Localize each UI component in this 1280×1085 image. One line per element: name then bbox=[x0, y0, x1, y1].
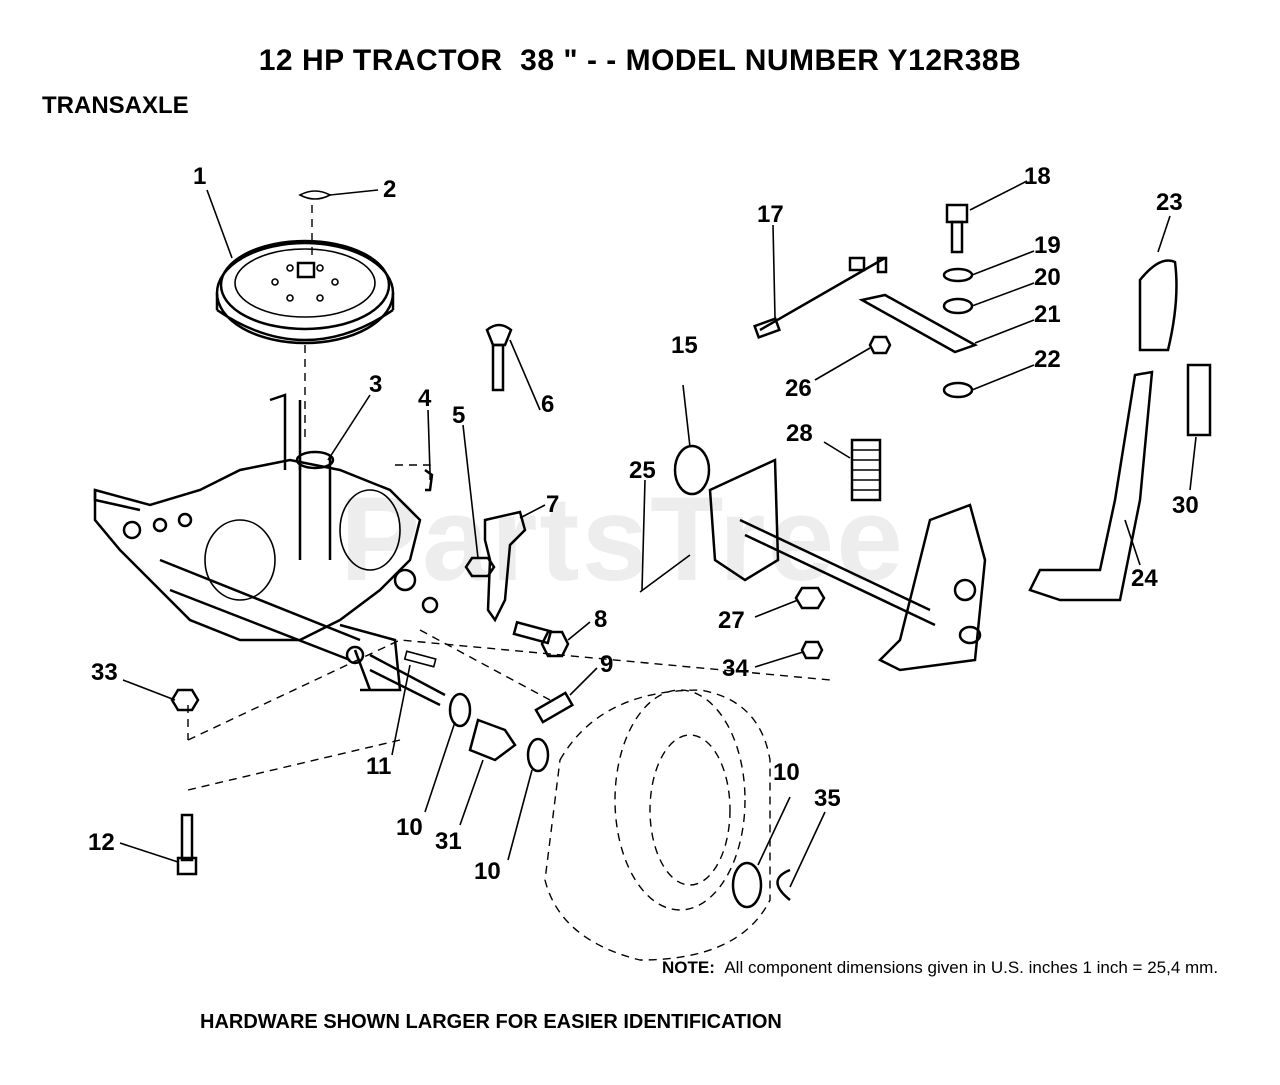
knob bbox=[1138, 259, 1178, 352]
transaxle-body bbox=[93, 393, 439, 692]
callout-11: 11 bbox=[366, 753, 392, 780]
callout-10: 10 bbox=[474, 858, 501, 885]
callout-19: 19 bbox=[1034, 232, 1061, 259]
shoulder-bolt bbox=[945, 203, 969, 254]
washer bbox=[526, 737, 550, 773]
leader-lines bbox=[119, 180, 1197, 888]
callout-2: 2 bbox=[383, 176, 397, 203]
washer bbox=[942, 381, 974, 399]
control-rod bbox=[753, 256, 888, 340]
note-text: All component dimensions given in U.S. i… bbox=[724, 958, 1219, 977]
callout-4: 4 bbox=[418, 385, 432, 412]
callout-10: 10 bbox=[396, 814, 423, 841]
washer bbox=[942, 267, 974, 283]
callout-33: 33 bbox=[91, 659, 118, 686]
callout-24: 24 bbox=[1131, 565, 1158, 592]
hardware-footer: HARDWARE SHOWN LARGER FOR EASIER IDENTIF… bbox=[200, 1011, 782, 1033]
watermark: PartsTree bbox=[340, 472, 906, 606]
callout-31: 31 bbox=[435, 828, 462, 855]
callout-22: 22 bbox=[1034, 346, 1061, 373]
spacer bbox=[468, 718, 517, 762]
callout-9: 9 bbox=[600, 651, 614, 678]
extension-spring bbox=[850, 438, 882, 502]
spring bbox=[534, 691, 575, 724]
callout-10: 10 bbox=[773, 759, 800, 786]
hex-nut bbox=[794, 586, 826, 610]
hex-nut bbox=[464, 556, 496, 578]
control-shaft bbox=[708, 458, 987, 672]
callout-20: 20 bbox=[1034, 264, 1061, 291]
wheel bbox=[544, 689, 771, 961]
note-prefix: NOTE: bbox=[662, 958, 715, 977]
washer bbox=[448, 692, 472, 728]
section-title: TRANSAXLE bbox=[42, 92, 189, 119]
hex-bolt bbox=[512, 620, 570, 658]
nut bbox=[170, 688, 200, 712]
callout-5: 5 bbox=[452, 402, 466, 429]
callout-17: 17 bbox=[757, 201, 784, 228]
e-ring bbox=[776, 868, 791, 901]
callout-6: 6 bbox=[541, 391, 555, 418]
diagram-title: 12 HP TRACTOR 38 " - - MODEL NUMBER Y12R… bbox=[258, 44, 1022, 77]
carriage-bolt bbox=[485, 323, 513, 392]
callout-35: 35 bbox=[814, 785, 841, 812]
callout-21: 21 bbox=[1034, 301, 1061, 328]
callout-3: 3 bbox=[369, 371, 383, 398]
link-plate bbox=[858, 293, 979, 354]
hex-nut bbox=[868, 335, 892, 355]
washer bbox=[731, 861, 763, 909]
key bbox=[298, 190, 332, 200]
callout-28: 28 bbox=[786, 420, 813, 447]
hitch-pin bbox=[424, 468, 434, 492]
callout-1: 1 bbox=[193, 163, 207, 190]
callout-23: 23 bbox=[1156, 189, 1183, 216]
callout-27: 27 bbox=[718, 607, 745, 634]
lever bbox=[1028, 370, 1154, 602]
washer bbox=[942, 297, 974, 315]
callout-7: 7 bbox=[546, 491, 560, 518]
callout-8: 8 bbox=[594, 606, 608, 633]
callout-12: 12 bbox=[88, 829, 115, 856]
bracket bbox=[483, 510, 527, 623]
cotter-pin bbox=[639, 554, 691, 593]
callout-34: 34 bbox=[722, 655, 749, 682]
note: NOTE: All component dimensions given in … bbox=[662, 958, 1242, 978]
lock-nut bbox=[800, 640, 824, 660]
pulley bbox=[215, 239, 395, 345]
decal bbox=[1186, 363, 1212, 437]
washer bbox=[673, 444, 711, 496]
callout-15: 15 bbox=[671, 332, 698, 359]
bolt bbox=[176, 813, 198, 876]
callout-25: 25 bbox=[629, 457, 656, 484]
callout-26: 26 bbox=[785, 375, 812, 402]
callout-18: 18 bbox=[1024, 163, 1051, 190]
callout-30: 30 bbox=[1172, 492, 1199, 519]
